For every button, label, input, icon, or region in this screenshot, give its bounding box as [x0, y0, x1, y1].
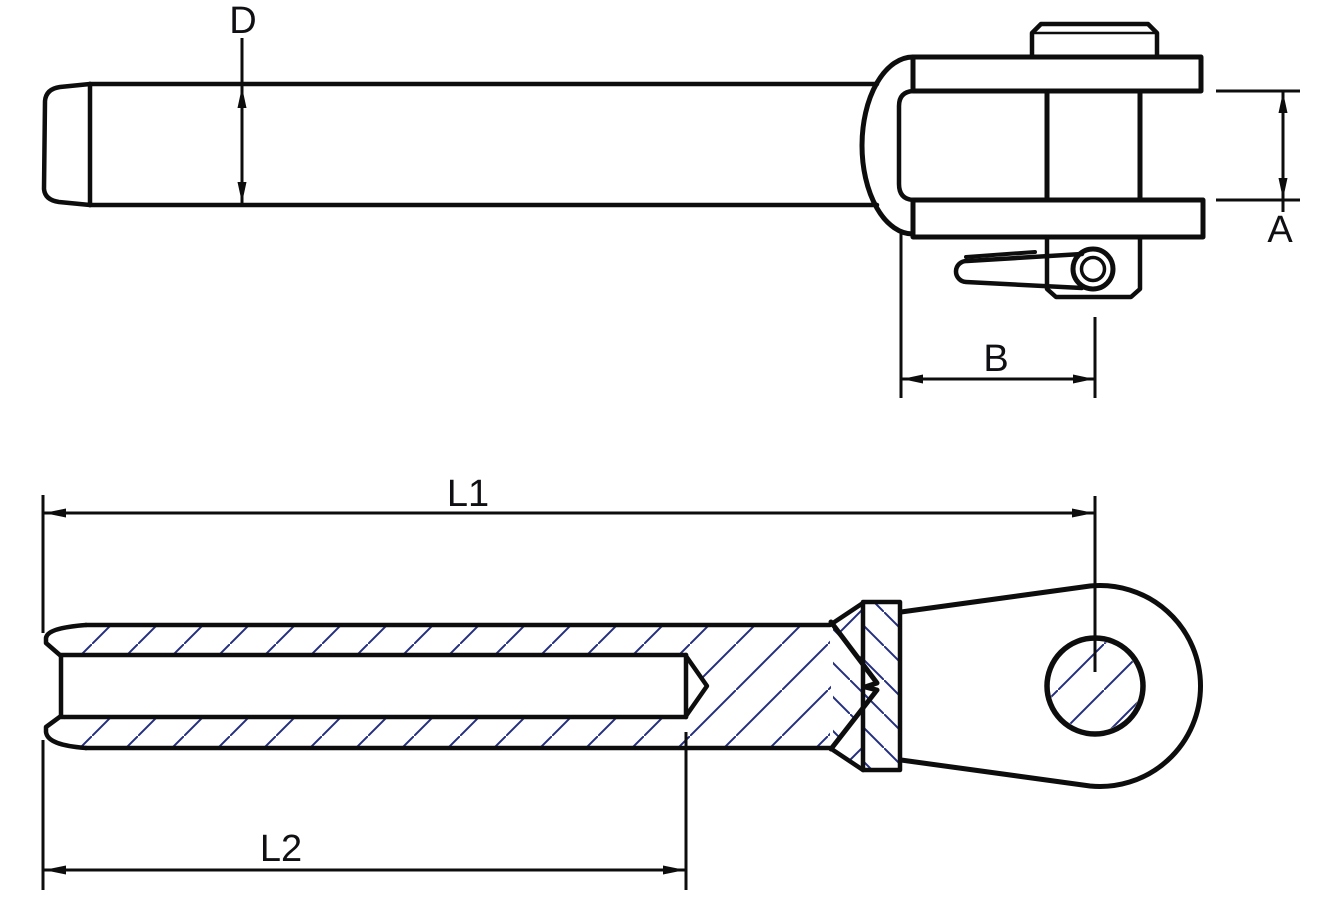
fork-upper-jaw: [910, 54, 1204, 94]
dim-d-arrow-up: [237, 87, 247, 108]
tube-left-end-bottom: [43, 713, 89, 751]
swage-fork-terminal-view: [41, 21, 1206, 300]
tube-solid-core-hatch: [687, 655, 831, 717]
dim-l1-extension-lines: [41, 495, 1097, 890]
fork-slot-root: [896, 88, 916, 203]
dim-l1-arrow-right: [1072, 508, 1094, 518]
socket-cone-hatch: [833, 625, 875, 747]
dim-l2-label: L2: [260, 828, 302, 870]
fork-lower-jaw: [910, 197, 1206, 240]
eye-hole-hatch: [1050, 641, 1140, 731]
dimension-labels: D A B L1 L2: [229, 0, 1293, 870]
dimension-arrowheads: [44, 87, 1288, 875]
tube-left-end-top: [43, 622, 89, 659]
clevis-pin-head: [1029, 21, 1160, 58]
dimension-lines: [41, 38, 1300, 890]
dim-d-arrow-down: [237, 182, 247, 203]
section-hatching-swaged-tube: [64, 604, 1140, 769]
fork-shoulder: [859, 54, 916, 237]
clevis-pin-shaft: [1044, 90, 1143, 202]
swage-eye-terminal-section-view: [43, 583, 1203, 789]
dim-d-label: D: [229, 0, 256, 42]
cotter-pin-ring-inner: [1079, 255, 1107, 283]
clevis-pin-bottom: [1044, 234, 1143, 300]
dim-l2-arrow-left: [44, 865, 66, 875]
tube-outer-top: [83, 600, 866, 628]
shank-body: [87, 81, 880, 208]
dim-l1-label: L1: [447, 473, 489, 515]
dim-a-extension-lines: [1216, 89, 1300, 202]
tube-top-wall-hatch: [64, 627, 830, 655]
bore-drill-point: [683, 653, 710, 719]
dim-b-arrow-right: [1073, 374, 1094, 384]
eye-outline: [898, 583, 1203, 789]
dim-l2-arrow-right: [663, 865, 685, 875]
dim-a-label: A: [1267, 209, 1293, 251]
dim-l1-arrow-left: [44, 508, 66, 518]
bore-drill-point-fill: [686, 656, 707, 716]
dim-b-label: B: [983, 338, 1008, 380]
eye-collar: [860, 599, 903, 773]
tube-bottom-wall-hatch: [64, 717, 830, 747]
shank-end-cap: [41, 81, 93, 208]
cotter-pin-hairpin: [953, 251, 1085, 291]
dim-b-arrow-left: [902, 374, 923, 384]
dim-b-extension-lines: [899, 233, 1097, 398]
dim-a-arrow-up: [1278, 92, 1288, 113]
cotter-pin-ring-outer: [1070, 246, 1116, 292]
dim-a-arrow-down: [1278, 178, 1288, 199]
cotter-pin-bent-tine: [964, 250, 1037, 259]
bore-walls: [58, 652, 689, 720]
